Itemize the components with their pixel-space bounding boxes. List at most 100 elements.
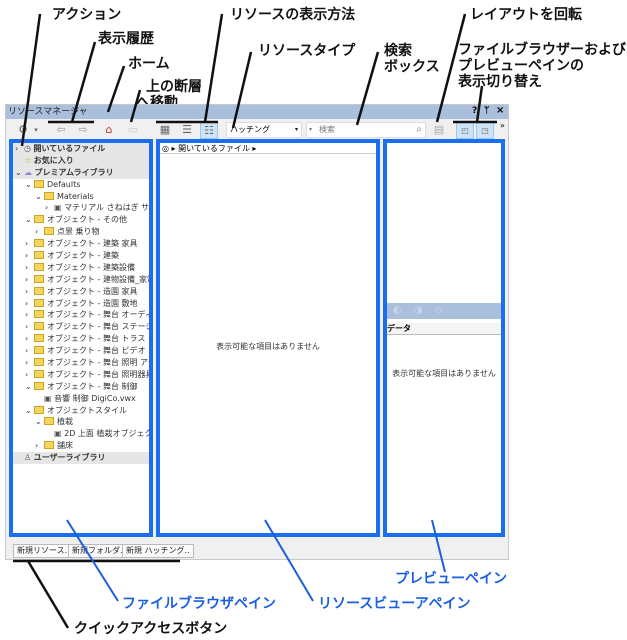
expand-chevron-icon[interactable]: › [25, 346, 29, 356]
tree-item[interactable]: ›舗床 [13, 440, 149, 452]
tree-item[interactable]: ›オブジェクト - 造園 敷地 [13, 298, 149, 310]
tree-item[interactable]: ›オブジェクト - 建築 [13, 250, 149, 262]
callout-toggle-2: プレビューペインの [458, 58, 584, 74]
callout-toggle-3: 表示切り替え [458, 74, 542, 90]
tree-item[interactable]: ›オブジェクト - 舞台 照明器具 [13, 369, 149, 381]
tree-item[interactable]: › オブジェクト - 建築設備 [13, 262, 149, 274]
expand-chevron-icon[interactable]: › [25, 358, 29, 368]
tree-item[interactable]: ⌄オブジェクトスタイル [13, 405, 149, 417]
expand-chevron-icon[interactable]: › [35, 227, 39, 237]
tree-item-label: マテリアル さねはぎ サイ [64, 203, 149, 213]
expand-chevron-icon[interactable]: › [25, 369, 29, 379]
tree-item[interactable]: › 点景 乗り物 [13, 226, 149, 238]
tree-item[interactable]: › オブジェクト - 舞台 トラス [13, 333, 149, 345]
tree-item[interactable]: ›オブジェクト - 舞台 ステージ [13, 321, 149, 333]
expand-chevron-icon[interactable]: ⌄ [25, 381, 32, 391]
cloud-icon: ☁ [24, 167, 35, 177]
tree-item[interactable]: › オブジェクト - 舞台 照明 アクセ [13, 357, 149, 369]
tree-item[interactable]: ▣ 2D 上面 植栽オブジェク [13, 428, 149, 440]
tree-item[interactable]: ›◷ 開いているファイル [13, 143, 149, 155]
tree-item[interactable]: › オブジェクト - 造園 家具 [13, 286, 149, 298]
expand-chevron-icon[interactable]: ⌄ [25, 179, 32, 189]
tree-item[interactable]: › オブジェクト - 舞台 オーディオ [13, 309, 149, 321]
tree-item[interactable]: ›▣ マテリアル さねはぎ サイ [13, 202, 149, 214]
tree-item-label: オブジェクト - 舞台 照明 アクセ [47, 358, 149, 368]
callout-up-1: 上の断層 [146, 79, 202, 95]
tree-item[interactable]: ⌄☁ プレミアムライブラリ [13, 166, 149, 179]
expand-chevron-icon[interactable]: › [25, 286, 29, 296]
tree-item[interactable]: ☆ お気に入り [13, 154, 149, 167]
callout-resource-viewer: リソースビューアペイン [318, 596, 471, 612]
expand-chevron-icon[interactable]: › [35, 441, 39, 451]
forward-arrow-icon[interactable]: ⇨ [78, 123, 88, 136]
up-folder-icon[interactable]: ▭ [127, 123, 139, 136]
folder-icon [34, 322, 44, 331]
callout-search-2: ボックス [384, 59, 440, 75]
tree-item[interactable]: ›オブジェクト - 建物設備_家電 [13, 274, 149, 286]
breadcrumb[interactable]: ◎ ▸ 開いているファイル ▸ [160, 143, 376, 154]
folder-icon [34, 251, 44, 260]
clock-icon: ◷ [24, 144, 34, 153]
tree-item-label: 点景 乗り物 [57, 227, 100, 237]
expand-chevron-icon[interactable]: › [25, 334, 29, 344]
tree-item[interactable]: ›オブジェクト - 舞台 ビデオ [13, 345, 149, 357]
search-placeholder: 検索 [319, 125, 335, 134]
expand-chevron-icon[interactable]: › [25, 298, 29, 308]
tree-item[interactable]: ⌄植栽 [13, 416, 149, 428]
expand-chevron-icon[interactable]: ⌄ [35, 417, 42, 427]
expand-chevron-icon[interactable]: › [25, 251, 29, 261]
tree-item-label: オブジェクト - 舞台 オーディオ [47, 310, 149, 320]
folder-icon [34, 346, 44, 355]
more-button[interactable]: » [500, 121, 505, 130]
data-header: データ [387, 323, 501, 335]
preview-empty-message: 表示可能な項目はありません [392, 369, 496, 378]
tree-item[interactable]: ⌄ オブジェクト - その他 [13, 214, 149, 226]
tree-item-label: オブジェクト - 造園 家具 [47, 286, 138, 296]
tree-item-label: オブジェクト - その他 [47, 215, 127, 225]
folder-icon [34, 215, 44, 224]
expand-chevron-icon[interactable]: ⌄ [15, 167, 22, 177]
folder-icon [34, 405, 44, 414]
back-arrow-icon[interactable]: ⇦ [56, 123, 66, 136]
breadcrumb-item[interactable]: 開いているファイル [178, 144, 250, 153]
expand-chevron-icon[interactable]: ⌄ [25, 405, 32, 415]
folder-icon [44, 417, 54, 426]
file-icon: ▣ [54, 429, 65, 439]
thumbnail-view-icon[interactable]: ▦ [159, 123, 171, 136]
close-button[interactable]: × [496, 105, 505, 116]
star-icon: ☆ [24, 155, 34, 165]
expand-chevron-icon[interactable]: ⌄ [35, 191, 42, 201]
tree-item[interactable]: ⌄Materials [13, 191, 149, 203]
quick-access-new-hatch[interactable]: 新規 ハッチング.. [122, 544, 194, 558]
expand-chevron-icon[interactable]: › [25, 322, 29, 332]
expand-chevron-icon[interactable]: ⌄ [25, 215, 32, 225]
expand-chevron-icon[interactable]: › [25, 262, 29, 272]
list-view-icon[interactable]: ☰ [182, 123, 192, 136]
expand-chevron-icon[interactable]: › [25, 274, 29, 284]
tree-item[interactable]: ▣ 音響 制御 DigiCo.vwx [13, 393, 149, 405]
tree-item[interactable]: ⌄Defaults [13, 179, 149, 191]
tree-item[interactable]: ♙ ユーザーライブラリ [13, 452, 149, 465]
action-dropdown-icon[interactable]: ▾ [34, 126, 38, 134]
tree-item[interactable]: ⌄オブジェクト - 舞台 制御 [13, 381, 149, 393]
home-icon[interactable]: ⌂ [105, 123, 113, 136]
rotate-layout-icon[interactable]: ▤ [433, 123, 445, 136]
callout-rotate: レイアウトを回転 [470, 7, 582, 23]
resource-type-value: ハッチング [230, 125, 270, 134]
resource-type-select[interactable]: ハッチング▾ [226, 122, 302, 138]
expand-chevron-icon[interactable]: › [25, 239, 29, 249]
preview-view-buttons[interactable]: ◐◑◇ [387, 303, 501, 319]
pin-button[interactable]: ᛘ [484, 106, 490, 116]
quick-access-new-resource[interactable]: 新規リソース.. [13, 544, 74, 558]
expand-chevron-icon[interactable]: › [15, 144, 19, 153]
tree-item-label: オブジェクト - 舞台 トラス [47, 334, 146, 344]
expand-chevron-icon[interactable]: › [25, 310, 29, 320]
help-button[interactable]: ? [472, 106, 478, 116]
tree-item[interactable]: ›オブジェクト - 建築 家具 [13, 238, 149, 250]
expand-chevron-icon[interactable]: › [45, 203, 49, 213]
user-icon: ♙ [24, 453, 34, 463]
search-input[interactable]: ▾検索⌕ [306, 122, 426, 138]
tree-item-label: オブジェクト - 建築設備 [47, 262, 135, 272]
folder-icon [34, 298, 44, 307]
